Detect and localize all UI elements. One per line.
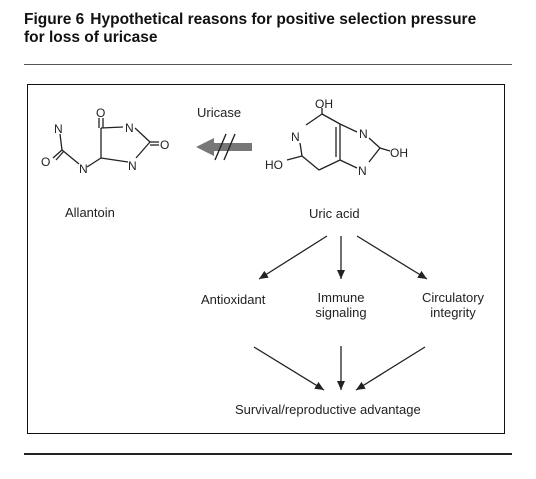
allantoin-atom-o1: O (41, 155, 50, 169)
figure-title-line1: Hypothetical reasons for positive select… (90, 11, 477, 28)
arrow-to-antioxidant (258, 235, 328, 280)
uric-acid-label: Uric acid (309, 206, 360, 221)
allantoin-label: Allantoin (65, 205, 115, 220)
allantoin-atom-o3: O (160, 138, 169, 152)
blocked-uricase-arrow (196, 133, 252, 161)
allantoin-atom-n4: N (128, 159, 137, 173)
bottom-rule (24, 453, 512, 455)
uric-acid-oh-right: OH (390, 146, 408, 160)
circulatory-integrity-label: Circulatory integrity (405, 290, 501, 320)
circulatory-label-line1: Circulatory (421, 290, 485, 305)
top-rule (24, 64, 512, 65)
figure-frame (27, 84, 505, 434)
figure-title-line2: for loss of uricase (24, 29, 158, 46)
uric-acid-oh-top: OH (315, 97, 333, 111)
uric-acid-atom-n2: N (359, 127, 368, 141)
immune-label-line2: signaling (315, 305, 367, 320)
allantoin-atom-o2: O (96, 106, 105, 120)
circulatory-label-line2: integrity (430, 305, 476, 320)
allantoin-structure (52, 118, 159, 168)
uric-acid-atom-n1: N (291, 130, 300, 144)
uric-acid-structure (286, 108, 391, 171)
uricase-label: Uricase (197, 105, 242, 120)
arrow-to-circulatory (356, 235, 428, 280)
allantoin-atom-n1: N (54, 122, 63, 136)
allantoin-atom-n3: N (125, 121, 134, 135)
antioxidant-label: Antioxidant (201, 292, 266, 307)
immune-label-line1: Immune (317, 290, 365, 305)
outcome-label: Survival/reproductive advantage (235, 402, 421, 417)
uric-acid-atom-n3: N (358, 164, 367, 178)
allantoin-atom-n2: N (79, 162, 88, 176)
uric-acid-ho-left: HO (265, 158, 283, 172)
immune-signaling-label: Immune signaling (296, 290, 386, 320)
arrow-antioxidant-to-outcome (253, 346, 325, 391)
figure-number: Figure 6 (24, 11, 85, 28)
arrow-circulatory-to-outcome (355, 346, 426, 391)
figure-title: Figure 6 Hypothetical reasons for positiv… (24, 11, 524, 47)
